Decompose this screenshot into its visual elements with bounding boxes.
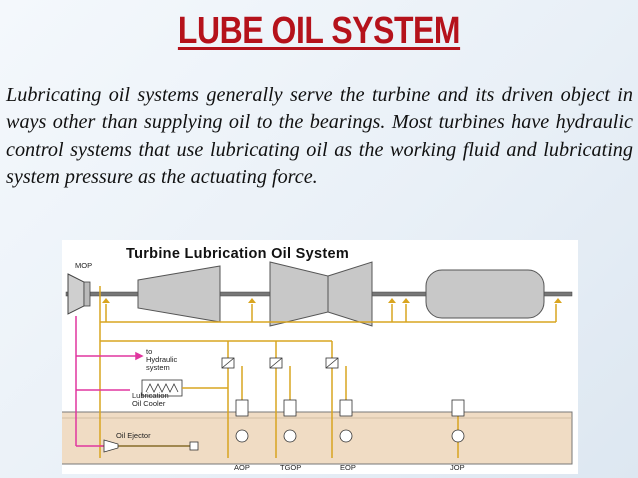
oil-cooler [141, 379, 228, 397]
generator [425, 269, 545, 319]
eop-label: EOP [340, 463, 356, 472]
lube-oil-diagram: Turbine Lubrication Oil System MOP [62, 240, 578, 474]
slide-title: LUBE OIL SYSTEM [177, 10, 461, 52]
mop-label: MOP [75, 261, 92, 270]
turbine-hp-section [137, 265, 221, 323]
lube-oil-lines [99, 286, 557, 458]
bearings [102, 298, 562, 303]
control-valves [221, 357, 339, 369]
hydraulic-label-line3: system [146, 363, 170, 372]
tgop-label: TGOP [280, 463, 301, 472]
hydraulic-label-line1: to [146, 347, 152, 356]
cooler-label-line1: Lubrication [132, 391, 169, 400]
hydraulic-lines [75, 316, 144, 447]
oil-ejector [103, 439, 199, 453]
diagram-canvas: Turbine Lubrication Oil System MOP [62, 246, 573, 472]
jop-label: JOP [450, 463, 465, 472]
cooler-label-line2: Oil Cooler [132, 399, 166, 408]
hydraulic-label-line2: Hydraulic [146, 355, 178, 364]
slide-body-text: Lubricating oil systems generally serve … [6, 84, 633, 189]
diagram-title: Turbine Lubrication Oil System [126, 246, 349, 262]
aop-label: AOP [234, 463, 250, 472]
pump-stacks [235, 399, 465, 443]
ejector-label: Oil Ejector [116, 431, 151, 440]
turbine-ip-section [269, 261, 373, 327]
mop-pump: MOP [67, 261, 92, 315]
oil-tank [62, 411, 573, 465]
